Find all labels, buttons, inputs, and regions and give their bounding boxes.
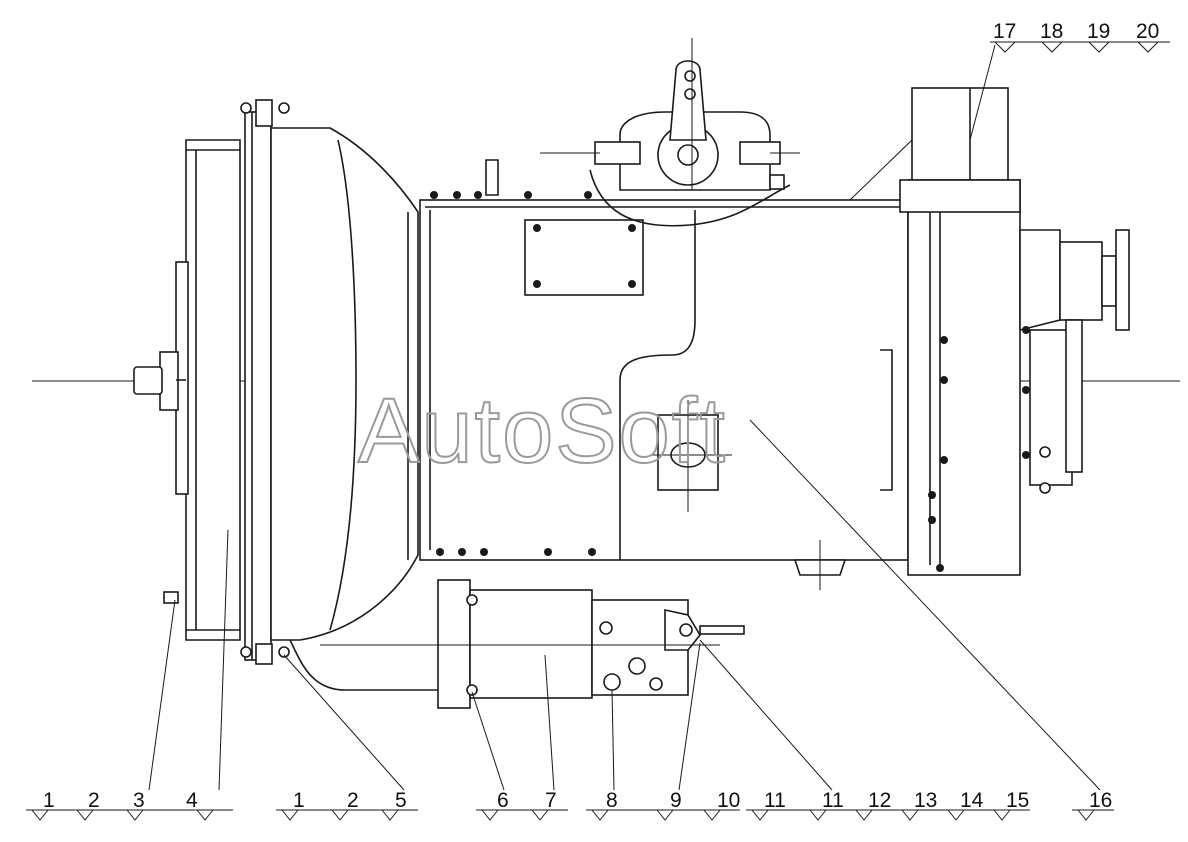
callout-number: 2	[88, 789, 100, 812]
callout-tick	[31, 809, 49, 821]
callout-tick	[126, 809, 144, 821]
callout-number: 6	[497, 789, 509, 812]
flange-plate	[240, 99, 290, 665]
callout-number: 3	[133, 789, 145, 812]
callout-tick	[656, 809, 674, 821]
callout-tick	[809, 809, 827, 821]
callout-number-top: 18	[1040, 20, 1063, 43]
auxiliary-unit	[320, 579, 745, 709]
leader-line	[471, 691, 505, 791]
callout-number: 11	[764, 789, 786, 812]
callout-tick-top	[994, 41, 1016, 53]
callout-number: 1	[43, 789, 55, 812]
callout-tick-top	[1041, 41, 1063, 53]
leader-line	[544, 654, 555, 791]
callout-number: 13	[914, 789, 937, 812]
callouts-top: 17 18 19 20	[993, 20, 1159, 43]
callout-number: 1	[293, 789, 305, 812]
bottom-bolts	[436, 548, 596, 556]
callout-tick	[481, 809, 499, 821]
callout-number: 12	[868, 789, 891, 812]
callout-tick	[751, 809, 769, 821]
callout-number: 4	[186, 789, 198, 812]
callout-number-top: 19	[1087, 20, 1110, 43]
callout-number: 5	[395, 789, 407, 812]
leader-line	[283, 654, 405, 791]
callout-number: 7	[545, 789, 557, 812]
shift-tower	[485, 38, 800, 227]
callout-tick	[947, 809, 965, 821]
callout-number: 14	[960, 789, 984, 812]
leader-line-top	[969, 44, 996, 141]
leader-line	[678, 642, 701, 791]
callout-number: 15	[1006, 789, 1029, 812]
gearbox-case	[419, 191, 909, 590]
callout-tick	[381, 809, 399, 821]
callout-number: 11	[822, 789, 844, 812]
top-bolts	[430, 191, 592, 199]
callout-number: 10	[717, 789, 740, 812]
callout-number: 16	[1089, 789, 1112, 812]
leader-line	[699, 639, 833, 791]
callout-tick	[993, 809, 1011, 821]
callout-number: 9	[670, 789, 682, 812]
callout-tick	[281, 809, 299, 821]
bell-housing	[270, 127, 440, 691]
callout-tick	[76, 809, 94, 821]
callout-number-top: 20	[1136, 20, 1159, 43]
leader-line	[148, 599, 176, 791]
front-cover	[133, 139, 241, 641]
leader-line	[611, 689, 615, 791]
callout-tick	[1077, 809, 1095, 821]
callout-number-top: 17	[993, 20, 1016, 43]
callout-tick	[901, 809, 919, 821]
callout-tick	[591, 809, 609, 821]
rear-housing	[849, 87, 1130, 576]
watermark: AutoSoft	[358, 380, 727, 482]
callout-number: 2	[347, 789, 359, 812]
callout-tick	[331, 809, 349, 821]
callout-tick-top	[1088, 41, 1110, 53]
callout-tick	[855, 809, 873, 821]
callout-tick	[196, 809, 214, 821]
leader-lines	[26, 41, 1170, 821]
callout-tick-top	[1137, 41, 1159, 53]
callout-tick	[703, 809, 721, 821]
leader-line	[749, 419, 1101, 791]
callout-tick	[531, 809, 549, 821]
callout-number: 8	[606, 789, 618, 812]
leader-line	[218, 529, 229, 791]
